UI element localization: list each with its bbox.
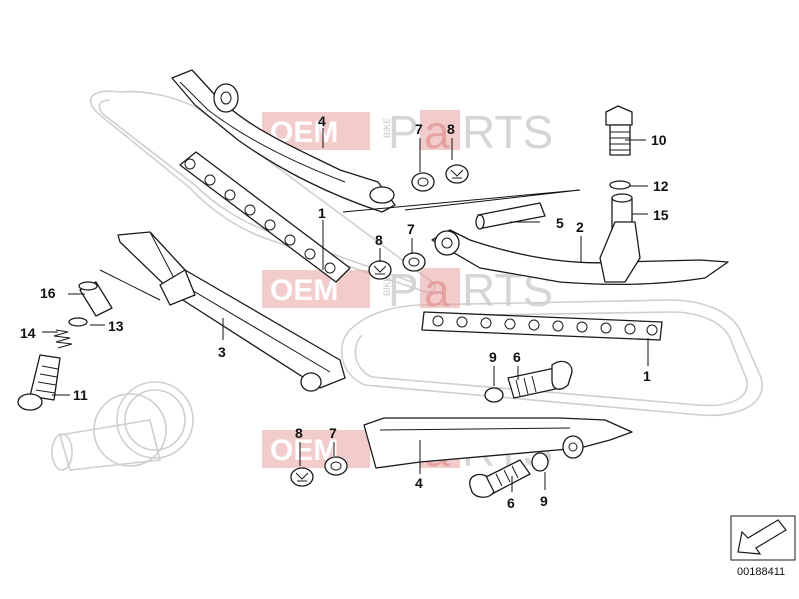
callout-6-lower: 6 <box>507 495 515 511</box>
guide-rail-lower <box>363 417 633 469</box>
orientation-box <box>730 515 796 561</box>
washer-top <box>411 172 435 192</box>
lock-washer-bottom <box>290 467 314 487</box>
seal-ring-bottom <box>531 452 549 472</box>
callout-1-upper: 1 <box>318 205 326 221</box>
tensioner-housing <box>17 354 61 411</box>
direction-arrow-icon <box>737 519 787 555</box>
callout-4-upper: 4 <box>318 113 326 129</box>
callout-8-mid: 8 <box>375 232 383 248</box>
callout-11: 11 <box>73 387 88 403</box>
seal-ring-mid <box>484 387 504 403</box>
timing-chain-lower <box>421 311 663 341</box>
callout-14: 14 <box>20 325 36 341</box>
callout-10: 10 <box>651 132 667 148</box>
tensioner-spring <box>53 329 73 349</box>
timing-chain-upper <box>179 151 351 283</box>
svg-text:RTS: RTS <box>462 106 553 158</box>
tensioner-rail <box>431 221 729 285</box>
callout-16: 16 <box>40 285 56 301</box>
svg-text:BIKE: BIKE <box>382 117 392 138</box>
svg-text:P: P <box>388 264 419 316</box>
slide-rail <box>117 231 346 392</box>
callout-9-mid: 9 <box>489 349 497 365</box>
guide-pin <box>475 202 546 230</box>
svg-text:BIKE: BIKE <box>382 275 392 296</box>
tensioner-ring <box>68 317 88 327</box>
callout-13: 13 <box>108 318 124 334</box>
callout-2: 2 <box>576 219 584 235</box>
callout-labels: 4 7 8 10 12 15 1 5 2 7 8 16 14 13 3 11 9… <box>20 113 669 511</box>
callout-6-mid: 6 <box>513 349 521 365</box>
leader-lines <box>42 128 649 492</box>
callout-9-lower: 9 <box>540 493 548 509</box>
callout-4-lower: 4 <box>415 475 423 491</box>
callout-15: 15 <box>653 207 669 223</box>
callout-5: 5 <box>556 215 564 231</box>
svg-text:a: a <box>424 106 450 158</box>
callout-12: 12 <box>653 178 669 194</box>
callout-7-lower: 7 <box>329 425 337 441</box>
callout-8-lower: 8 <box>295 425 303 441</box>
ghost-camshaft-sprockets <box>51 381 194 471</box>
callout-1-lower: 1 <box>643 368 651 384</box>
washer-bottom <box>324 456 348 476</box>
callout-3: 3 <box>218 344 226 360</box>
svg-text:P: P <box>388 106 419 158</box>
o-ring <box>609 180 631 190</box>
guide-rail-upper <box>171 69 396 213</box>
washer-mid <box>402 252 426 272</box>
watermark: OEM BIKE P a RTS <box>262 106 553 158</box>
ghost-chain-upper <box>89 90 436 293</box>
tensioner-piston <box>78 281 113 317</box>
callout-7-mid: 7 <box>407 221 415 237</box>
callout-7-upper: 7 <box>415 121 423 137</box>
svg-text:a: a <box>424 264 450 316</box>
bolt-bottom <box>469 459 531 498</box>
watermark: OEM BIKE P a RTS <box>262 264 553 316</box>
lock-washer-top <box>445 164 469 184</box>
bolt-mid <box>507 360 573 399</box>
document-number: 00188411 <box>737 566 785 578</box>
callout-8-upper: 8 <box>447 121 455 137</box>
lock-washer-mid <box>368 260 392 280</box>
tensioner-plug <box>605 105 633 156</box>
ghost-chain-lower <box>340 299 763 417</box>
svg-text:OEM: OEM <box>270 274 338 307</box>
